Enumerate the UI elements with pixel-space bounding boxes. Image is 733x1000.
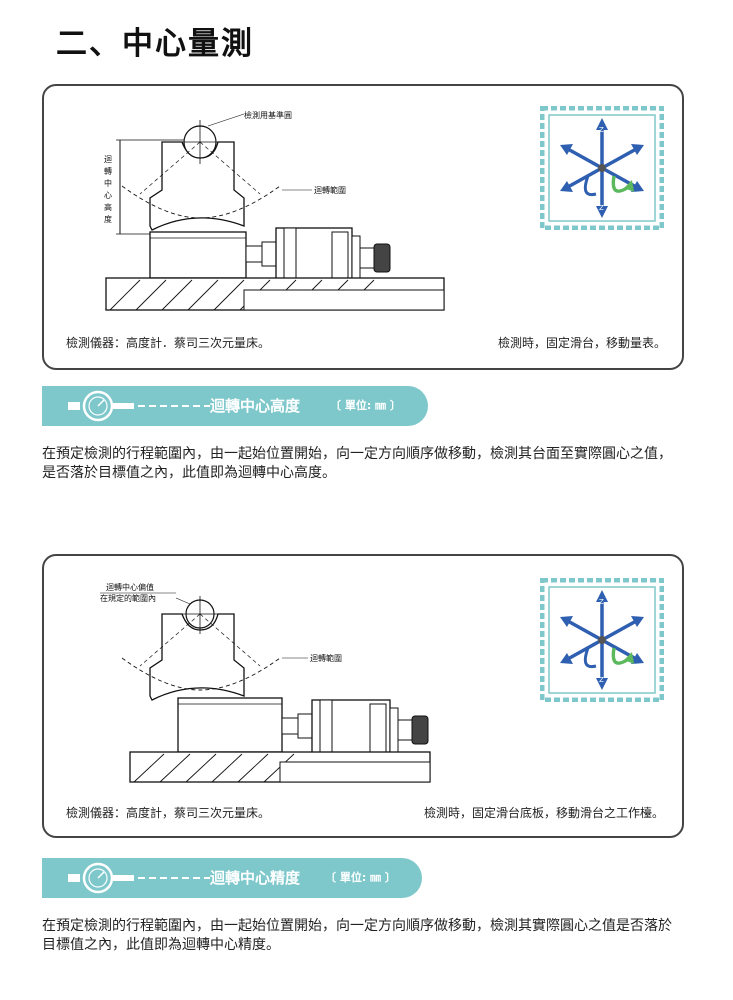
center-accuracy-diagram: 迴轉中心偏值 在規定的範圍內 迴轉範圍: [100, 582, 431, 783]
axis-z-bottom-label: Z: [599, 204, 604, 212]
vertical-label-char: 轉: [104, 166, 112, 176]
procedure-caption: 檢測時，固定滑台，移動量表。: [497, 336, 666, 350]
offset-label-line2: 在規定的範圍內: [100, 593, 156, 603]
offset-label-line1: 迴轉中心偏值: [106, 582, 154, 592]
procedure-caption: 檢測時，固定滑台底板，移動滑台之工作檯。: [423, 806, 664, 820]
axes-movement-icon: Z Z: [540, 106, 664, 230]
section-banner-center-accuracy: 迴轉中心精度 〔 單位: ㎜ 〕: [42, 858, 422, 898]
axis-z-top-label: Z: [599, 598, 604, 606]
instrument-caption: 檢測儀器：高度計，蔡司三次元量床。: [66, 806, 271, 820]
center-height-diagram: 檢測用基準圓 迴轉範圍 迴 轉 中 心 高 度: [104, 110, 445, 311]
vertical-label-char: 度: [104, 214, 112, 224]
rotation-range-label: 迴轉範圍: [314, 185, 346, 195]
axes-movement-icon: Z Z: [540, 578, 664, 702]
dial-gauge-icon: [68, 862, 210, 894]
center-height-description: 在預定檢測的行程範圍內，由一起始位置開始，向一定方向順序做移動，檢測其台面至實際…: [42, 446, 672, 481]
vertical-label-char: 心: [104, 191, 112, 200]
banner-unit: 〔 單位: ㎜ 〕: [330, 399, 401, 412]
axis-z-bottom-label: Z: [599, 676, 604, 684]
center-accuracy-figure-box: 迴轉中心偏值 在規定的範圍內 迴轉範圍 Z Z 檢測儀器：高度計，蔡司三次元量床…: [42, 554, 684, 838]
banner-title: 迴轉中心高度: [210, 397, 301, 415]
banner-title: 迴轉中心精度: [210, 869, 301, 887]
vertical-label-char: 迴: [104, 155, 112, 164]
center-accuracy-description: 在預定檢測的行程範圍內，由一起始位置開始，向一定方向順序做移動，檢測其實際圓心之…: [42, 918, 672, 953]
vertical-label-char: 中: [104, 178, 112, 188]
section-banner-center-height: 迴轉中心高度 〔 單位: ㎜ 〕: [42, 386, 428, 426]
vertical-label-char: 高: [104, 202, 112, 212]
dial-gauge-icon: [68, 390, 210, 422]
page-title: 二、中心量測: [56, 26, 254, 62]
axis-z-top-label: Z: [599, 126, 604, 134]
banner-unit: 〔 單位: ㎜ 〕: [325, 871, 396, 884]
center-height-figure-box: 檢測用基準圓 迴轉範圍 迴 轉 中 心 高 度 Z Z 檢測儀器：高度計．蔡: [42, 84, 684, 370]
rotation-range-label: 迴轉範圍: [310, 653, 342, 663]
reference-ball-label: 檢測用基準圓: [244, 110, 292, 120]
instrument-caption: 檢測儀器：高度計．蔡司三次元量床。: [66, 336, 271, 350]
